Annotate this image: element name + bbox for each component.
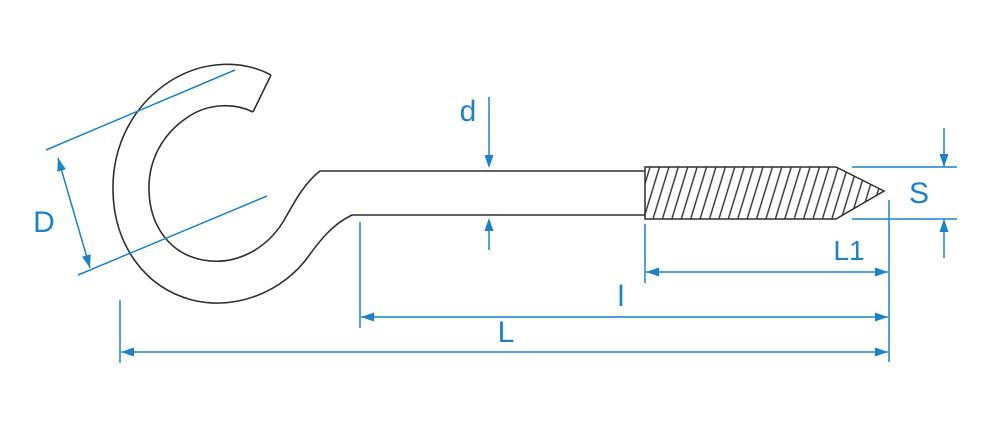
- arrow-d-up: [484, 218, 494, 231]
- dimension-l: l: [359, 222, 888, 328]
- arrow-S-down: [939, 154, 949, 167]
- thread-hatched-body: [644, 166, 886, 220]
- thread-drawing: [644, 166, 886, 220]
- arrow-L-right: [875, 347, 888, 357]
- arrow-l-right: [875, 312, 888, 322]
- label-thread-diameter: S: [909, 177, 929, 210]
- dimension-D: D: [33, 69, 268, 276]
- label-inner-length: l: [618, 280, 625, 313]
- arrow-D-upper: [57, 158, 66, 172]
- hook-outer-edge: [112, 63, 645, 304]
- hook-drawing: [112, 63, 645, 304]
- dim-line-D: [57, 157, 91, 269]
- arrow-d-down: [484, 155, 494, 168]
- arrow-L-left: [121, 347, 134, 357]
- label-thread-length: L1: [833, 235, 864, 266]
- dimension-S: S: [852, 128, 957, 258]
- dimension-d: d: [460, 95, 494, 250]
- ext-line-D-bottom: [77, 195, 268, 276]
- ext-line-D-top: [45, 69, 236, 151]
- arrow-S-up: [939, 219, 949, 232]
- label-total-length: L: [498, 316, 515, 349]
- hook-inner-edge: [148, 104, 645, 262]
- label-hook-diameter: D: [33, 206, 55, 239]
- label-shank-diameter: d: [460, 95, 477, 128]
- arrow-L1-right: [875, 267, 888, 277]
- hook-end-face: [252, 74, 272, 113]
- dimension-L: L: [119, 300, 888, 363]
- arrow-l-left: [361, 312, 374, 322]
- arrow-L1-left: [646, 267, 659, 277]
- dimension-L1: L1: [644, 200, 890, 362]
- arrow-D-lower: [82, 254, 91, 268]
